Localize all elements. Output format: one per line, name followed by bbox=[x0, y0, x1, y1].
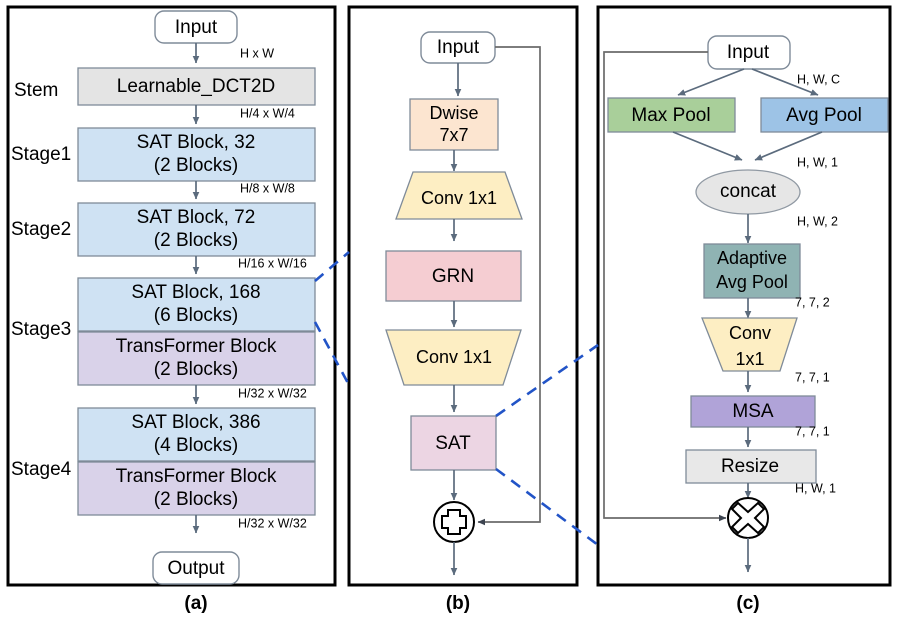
panel-a-dim-2: H/8 x W/8 bbox=[240, 181, 295, 195]
panel-a-block-stage3-line1: SAT Block, 168 bbox=[131, 282, 260, 303]
panel-a-block-stem-label: Learnable_DCT2D bbox=[117, 76, 275, 97]
panel-c-arrow-input-maxpool bbox=[677, 68, 745, 96]
panel-c-arrow-avgpool-concat bbox=[754, 131, 823, 161]
panel-c-block-resize-label: Resize bbox=[721, 456, 779, 477]
panel-a-block-stage3-sat bbox=[77, 277, 316, 332]
panel-b-input-label: Input bbox=[437, 37, 480, 58]
panel-c-caption: (c) bbox=[736, 593, 759, 614]
panel-a-caption: (a) bbox=[184, 593, 207, 614]
panel-b-caption: (b) bbox=[446, 593, 470, 614]
panel-c-dim-6: H, W, 1 bbox=[795, 481, 836, 495]
panel-b-plus-icon bbox=[441, 509, 467, 535]
dashed-connector-b-c-bottom bbox=[495, 467, 599, 547]
dashed-connector-a-b-top bbox=[314, 251, 350, 282]
panel-c-dim-4: 7, 7, 1 bbox=[795, 370, 830, 384]
panel-c-arrow-maxpool-concat bbox=[672, 131, 743, 161]
panel-c-block-max-pool-label: Max Pool bbox=[631, 105, 710, 126]
panel-a-output-box bbox=[152, 551, 240, 585]
panel-c-dim-1: H, W, 1 bbox=[797, 155, 838, 169]
panel-c-multiply-icon bbox=[730, 501, 766, 535]
panel-a-input-label: Input bbox=[175, 17, 218, 38]
panel-c-block-conv1x1 bbox=[701, 317, 798, 372]
panel-a-dim-1: H/4 x W/4 bbox=[240, 106, 295, 120]
panel-a-stage-label-stage4: Stage4 bbox=[11, 459, 72, 480]
panel-a-block-stage4-sat bbox=[77, 407, 316, 462]
panel-b-block-conv1-label: Conv 1x1 bbox=[421, 188, 497, 208]
panel-c-block-concat-label: concat bbox=[720, 181, 777, 202]
panel-b-block-conv1x1-reduce bbox=[385, 329, 522, 386]
panel-c-dim-3: 7, 7, 2 bbox=[795, 295, 830, 309]
panel-b-block-grn-label: GRN bbox=[432, 266, 474, 287]
panel-a-stage-label-stage3: Stage3 bbox=[11, 319, 71, 340]
panel-c-dim-5: 7, 7, 1 bbox=[795, 424, 830, 438]
panel-a-block-stage4-line2: (4 Blocks) bbox=[154, 435, 238, 456]
panel-c-block-resize bbox=[685, 449, 817, 484]
panel-c-block-msa-label: MSA bbox=[732, 401, 774, 422]
panel-a-output-label: Output bbox=[167, 558, 225, 579]
panel-a-block-stage3-line2: (6 Blocks) bbox=[154, 305, 238, 326]
panel-c-block-conv-line1: Conv bbox=[729, 323, 771, 343]
panel-a-block-stage1-line2: (2 Blocks) bbox=[154, 155, 238, 176]
panel-b-block-sat-label: SAT bbox=[435, 433, 471, 454]
panel-b-block-dwise-line1: Dwise bbox=[429, 103, 478, 123]
dashed-connector-a-b-bottom bbox=[313, 321, 351, 386]
panel-b-skip-connection bbox=[477, 46, 541, 526]
panel-c-block-adaptive-line2: Avg Pool bbox=[716, 272, 788, 292]
panel-c-block-adaptive-line1: Adaptive bbox=[717, 248, 787, 268]
panel-c-dim-0: H, W, C bbox=[797, 72, 840, 86]
panel-c-skip-connection bbox=[603, 51, 727, 522]
panel-a-block-stage3-tf-line2: (2 Blocks) bbox=[154, 359, 238, 380]
panel-a-dim-3: H/16 x W/16 bbox=[238, 256, 307, 270]
panel-b-block-conv1x1-expand bbox=[395, 171, 523, 220]
panel-a-dim-5: H/32 x W/32 bbox=[238, 516, 307, 530]
panel-c-block-avg-pool bbox=[760, 97, 889, 133]
panel-a-stage-label-stage2: Stage2 bbox=[11, 219, 71, 240]
panel-a-stage-label-stage1: Stage1 bbox=[11, 144, 71, 165]
panel-c-input-label: Input bbox=[727, 42, 770, 63]
panel-c-arrow-input-avgpool bbox=[751, 68, 819, 96]
panel-b-block-sat bbox=[410, 415, 497, 471]
panel-a-block-stage3-tf-line1: TransFormer Block bbox=[116, 336, 277, 357]
panel-b-block-dwise-line2: 7x7 bbox=[439, 125, 468, 145]
dashed-connector-b-c-top bbox=[495, 343, 599, 418]
panel-c-block-msa bbox=[690, 395, 816, 428]
panel-a-block-stage4-transformer bbox=[77, 461, 316, 516]
panel-a-block-stage4-line1: SAT Block, 386 bbox=[131, 412, 260, 433]
panel-a-block-stage1-sat bbox=[77, 127, 316, 182]
panel-a-block-stage4-tf-line2: (2 Blocks) bbox=[154, 489, 238, 510]
panel-a-block-stage2-sat bbox=[77, 202, 316, 257]
panel-b-block-grn bbox=[385, 250, 522, 302]
panel-c-dim-2: H, W, 2 bbox=[797, 214, 838, 228]
panel-a-block-stage1-line1: SAT Block, 32 bbox=[137, 132, 256, 153]
panel-a-block-stage2-line1: SAT Block, 72 bbox=[137, 207, 256, 228]
panel-c-block-conv-line2: 1x1 bbox=[735, 349, 764, 369]
panel-a-dim-0: H x W bbox=[240, 46, 274, 60]
panel-a-block-stage3-transformer bbox=[77, 331, 316, 386]
panel-c-block-adaptive-avg-pool bbox=[703, 243, 801, 299]
panel-c-block-avg-pool-label: Avg Pool bbox=[786, 105, 862, 126]
panel-a-dim-4: H/32 x W/32 bbox=[238, 386, 307, 400]
panel-b-block-conv2-label: Conv 1x1 bbox=[416, 347, 492, 367]
panel-a-block-stage2-line2: (2 Blocks) bbox=[154, 230, 238, 251]
panel-c-block-max-pool bbox=[607, 97, 736, 133]
panel-a-stage-label-stem: Stem bbox=[14, 80, 58, 101]
panel-a-block-stage4-tf-line1: TransFormer Block bbox=[116, 466, 277, 487]
